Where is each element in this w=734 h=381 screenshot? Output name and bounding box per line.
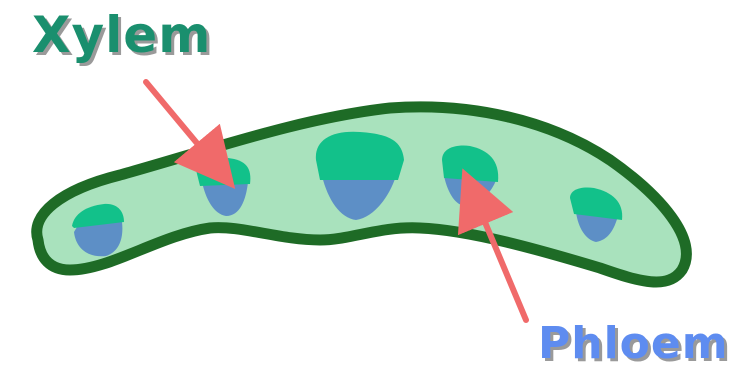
xylem-label: Xylem [32,6,211,64]
phloem-label: Phloem [538,318,729,369]
xylem-region-3 [316,132,404,180]
